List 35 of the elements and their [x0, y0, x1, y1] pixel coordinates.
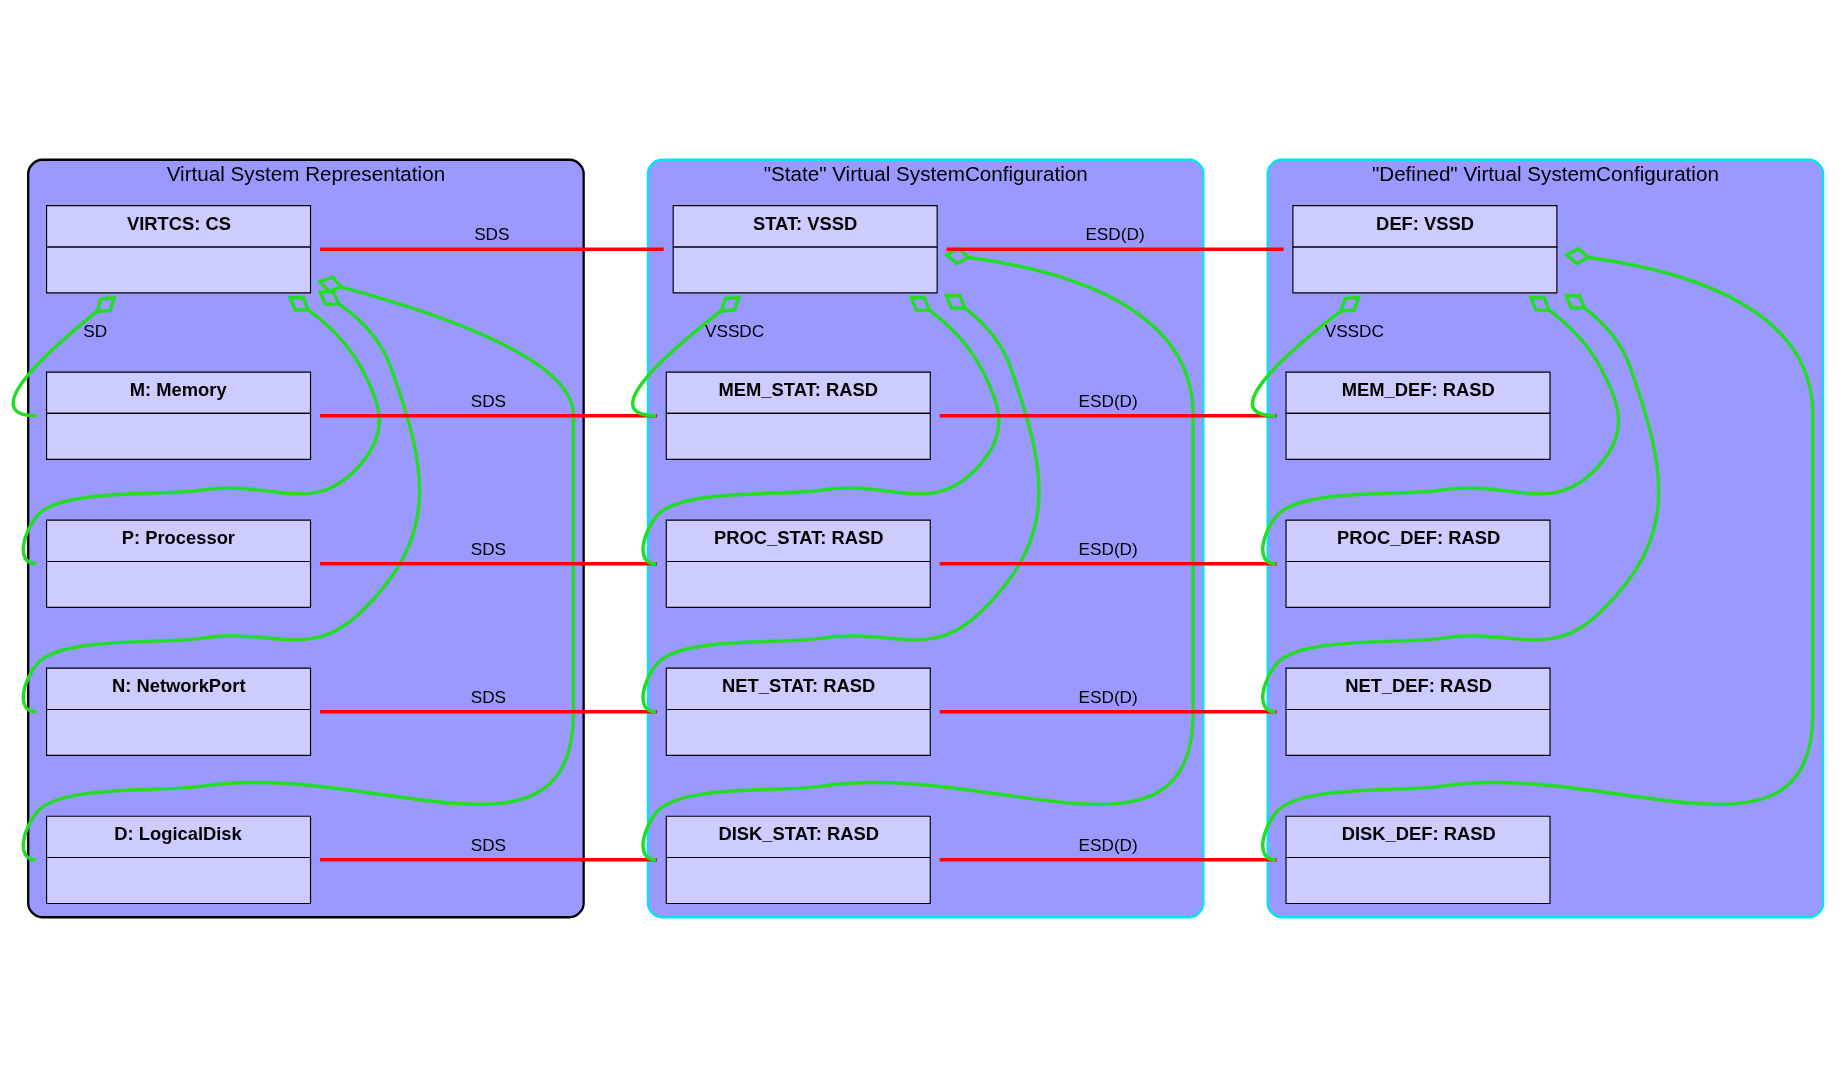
connector [1261, 295, 1621, 565]
edge-label: ESD(D) [1078, 390, 1138, 411]
connector [21, 289, 422, 713]
edge-label: SDS [470, 834, 507, 855]
edge-label: SDS [474, 223, 510, 244]
connector [946, 247, 1284, 251]
connector [1250, 295, 1361, 417]
connector [21, 295, 381, 565]
connector [11, 295, 117, 417]
connector [21, 274, 576, 861]
connector [641, 293, 1041, 713]
edge-label: SDS [470, 686, 507, 707]
connector [939, 561, 1277, 565]
connector [1261, 246, 1815, 861]
edge-label: ESD(D) [1078, 686, 1138, 707]
connector [641, 295, 1001, 565]
edge-label: ESD(D) [1085, 223, 1145, 244]
connector [939, 413, 1277, 417]
connector [319, 561, 657, 565]
connector [1261, 293, 1661, 713]
edge-label: SD [83, 320, 108, 341]
connector [939, 857, 1277, 862]
connector [319, 857, 657, 862]
connector [319, 247, 664, 251]
connector [319, 709, 657, 713]
connector [641, 246, 1195, 861]
connector [319, 413, 657, 417]
connector [631, 295, 742, 417]
edge-label: SDS [470, 390, 507, 411]
edge-label: ESD(D) [1078, 834, 1138, 855]
edge-label: SDS [470, 538, 507, 559]
edge-label: VSSDC [704, 320, 765, 341]
edge-label: VSSDC [1324, 320, 1384, 341]
edge-label: ESD(D) [1078, 538, 1138, 559]
connector [939, 709, 1277, 713]
